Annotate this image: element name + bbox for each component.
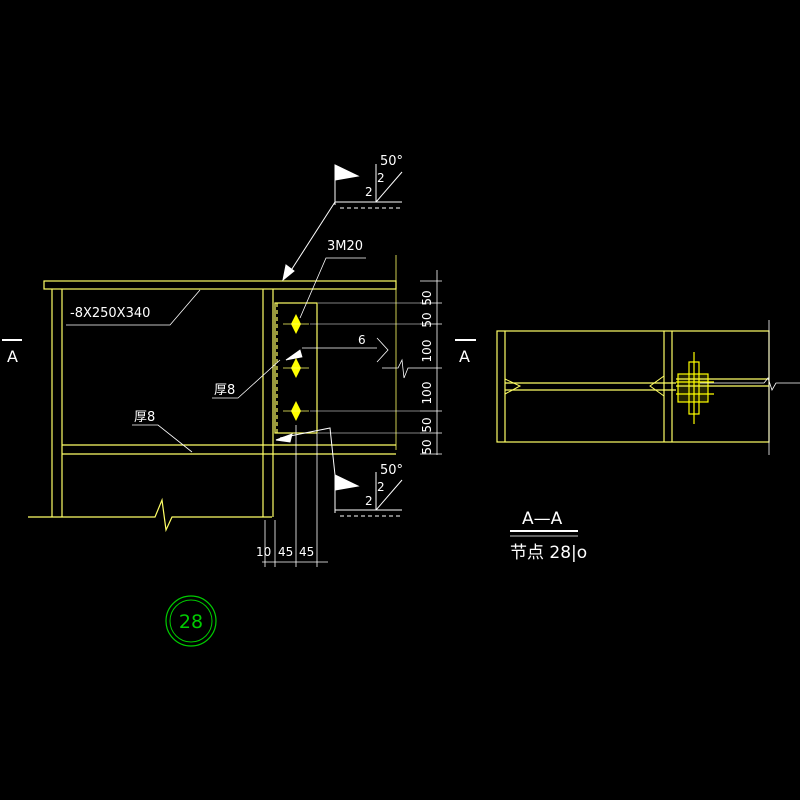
node-number: 28 [179, 611, 203, 633]
dim-label: 45 [278, 545, 293, 559]
bolt-icon [283, 314, 309, 334]
plate-leader [66, 289, 201, 326]
leader-arrow [275, 433, 293, 443]
vertical-dimension-chain [310, 270, 442, 455]
section-view [496, 320, 770, 455]
fillet-weld-symbol [285, 337, 389, 363]
horizontal-dimension-chain [262, 425, 328, 567]
bolt-icon [283, 401, 309, 421]
dim-label: 50 [420, 417, 434, 432]
dim-label: 45 [299, 545, 314, 559]
horizontal-dimension-labels: 10 45 45 [256, 545, 314, 559]
bolt-spec-label: 3M20 [327, 239, 363, 254]
node-caption: 节点 28|ο [510, 543, 587, 563]
section-mark-left: A [7, 347, 18, 366]
bolt-icon [283, 358, 309, 378]
dim-label: 50 [420, 290, 434, 305]
bottom-weld-symbol [275, 427, 403, 517]
flange-thickness-label: 厚8 [134, 410, 155, 425]
weld-angle-bottom: 50° [380, 463, 403, 478]
weld-flag-icon [334, 474, 360, 491]
section-weld-mid [649, 375, 665, 397]
section-title: A—A [522, 509, 563, 529]
plate-spec-label: -8X250X340 [70, 306, 150, 321]
dim-label: 10 [256, 545, 271, 559]
bolt-leader [299, 257, 366, 319]
section-bolt-icon [676, 352, 714, 424]
weld-flag-icon [334, 164, 360, 181]
weld-size-top-left: 2 [365, 185, 373, 199]
section-mark-right: A [459, 347, 470, 366]
weld-size-bottom: 2 [377, 480, 385, 494]
weld-angle-top: 50° [380, 154, 403, 169]
vertical-dimension-labels: 50 50 100 100 50 50 [420, 290, 434, 454]
dim-label: 50 [420, 439, 434, 454]
dim-label: 100 [420, 340, 434, 363]
elevation-view [28, 255, 397, 533]
fillet-weld-size: 6 [358, 333, 366, 347]
section-weld-left [504, 378, 522, 395]
leader-arrow [282, 264, 295, 282]
weld-size-bottom-left: 2 [365, 494, 373, 508]
weld-size-top: 2 [377, 171, 385, 185]
dim-label: 50 [420, 312, 434, 327]
node-number-badge: 28 [165, 595, 217, 647]
section-mark-right-group: A [455, 339, 476, 366]
section-mark-left-group: A [2, 339, 22, 366]
top-weld-symbol [282, 164, 403, 282]
web-thickness-label: 厚8 [214, 383, 235, 398]
dim-label: 100 [420, 382, 434, 405]
section-break-line [700, 377, 800, 391]
thickness-leaders [132, 359, 281, 453]
ground-break-line [28, 497, 272, 533]
bolt-group [283, 314, 309, 421]
